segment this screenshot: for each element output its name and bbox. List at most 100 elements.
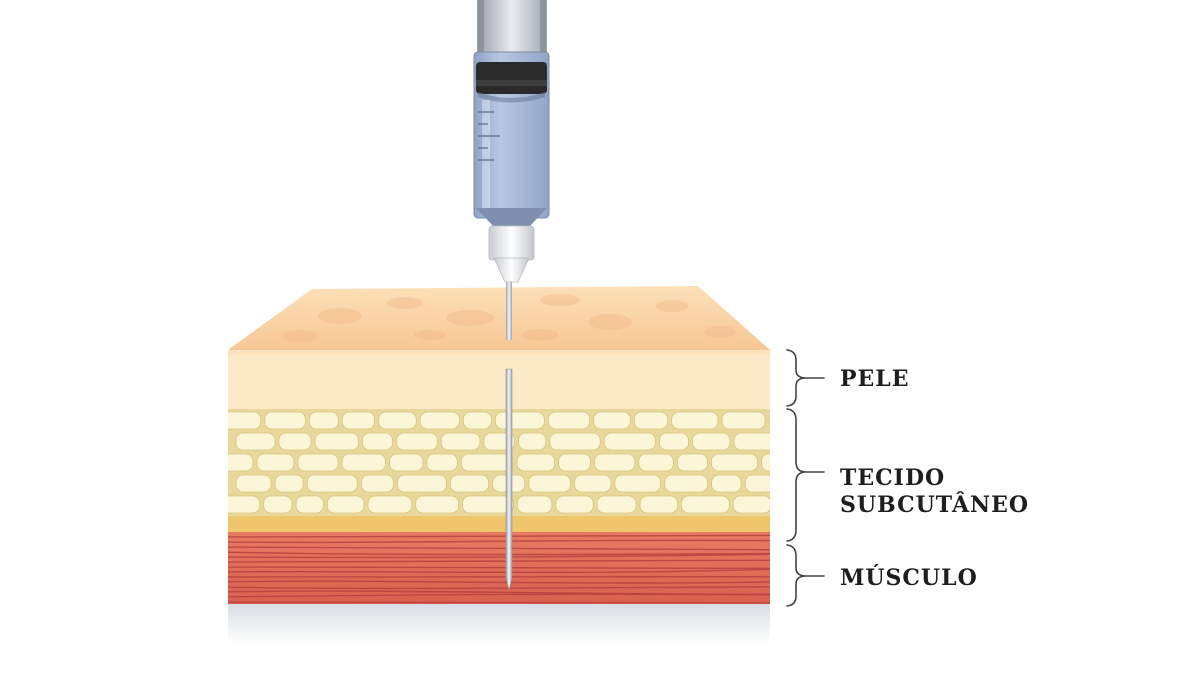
fat-cell <box>744 474 770 493</box>
fat-cell <box>440 432 481 451</box>
fat-cell <box>547 411 590 430</box>
fat-cell <box>555 495 594 514</box>
syringe <box>473 0 550 283</box>
fat-cell <box>733 432 770 451</box>
needle-hub <box>488 225 535 261</box>
fat-cell <box>659 432 689 451</box>
fat-cell <box>594 453 636 472</box>
skin-surface-texture <box>282 294 736 342</box>
fat-cell <box>639 495 678 514</box>
muscle-fiber <box>228 593 770 598</box>
bracket-subcutaneous <box>786 408 825 542</box>
plunger-rod <box>477 0 547 60</box>
fat-cell <box>341 411 375 430</box>
fat-cell <box>256 453 295 472</box>
fat-cell <box>396 432 438 451</box>
fat-cell <box>517 495 553 514</box>
fat-cell <box>341 453 387 472</box>
fat-cell <box>367 495 413 514</box>
fat-cell <box>426 453 458 472</box>
fat-cell <box>397 474 447 493</box>
fat-cell <box>761 453 770 472</box>
fat-cell <box>462 495 514 514</box>
fat-cell <box>314 432 360 451</box>
fat-cell <box>596 495 637 514</box>
muscle-fibers <box>228 534 770 604</box>
fat-cell <box>419 411 460 430</box>
label-muscle: MÚSCULO <box>840 565 978 592</box>
fat-cell <box>264 411 306 430</box>
label-muscle-text: MÚSCULO <box>840 565 978 591</box>
label-skin-text: PELE <box>840 366 910 392</box>
fat-cell <box>677 453 708 472</box>
fat-cell <box>711 453 758 472</box>
needle-upper <box>506 282 512 340</box>
fat-cell <box>671 411 719 430</box>
fat-bottom-band <box>228 516 770 532</box>
fat-cell <box>614 474 662 493</box>
muscle-fiber <box>228 559 770 563</box>
label-subcutaneous: TECIDO SUBCUTÂNEO <box>840 465 1029 519</box>
fat-cell <box>326 495 365 514</box>
fat-cell <box>235 432 276 451</box>
fat-cell <box>633 411 669 430</box>
skin-layer <box>228 350 770 409</box>
fat-cell <box>721 411 766 430</box>
muscle-fiber <box>228 566 770 570</box>
fat-cell <box>711 474 742 493</box>
bracket-muscle <box>786 544 825 607</box>
fat-cell <box>263 495 293 514</box>
fat-cell <box>308 411 339 430</box>
fat-cell <box>558 453 591 472</box>
fat-cell <box>362 432 394 451</box>
fat-cell <box>664 474 709 493</box>
fat-cell <box>681 495 730 514</box>
block-shadow <box>228 604 770 644</box>
fat-cell <box>593 411 631 430</box>
fat-cell <box>295 495 324 514</box>
fat-cell <box>360 474 394 493</box>
label-skin: PELE <box>840 366 910 393</box>
fat-cell <box>516 453 555 472</box>
fat-cell <box>297 453 339 472</box>
label-subcutaneous-line2: SUBCUTÂNEO <box>840 492 1030 518</box>
fat-cell <box>549 432 601 451</box>
muscle-fiber <box>228 539 770 544</box>
barrel-tip <box>476 208 547 226</box>
muscle-fiber <box>228 580 770 584</box>
fat-cell <box>732 495 770 514</box>
label-subcutaneous-line1: TECIDO <box>840 465 946 491</box>
fat-cell <box>574 474 612 493</box>
fat-cell <box>235 474 272 493</box>
fat-cell <box>460 453 514 472</box>
muscle-fiber <box>228 586 770 590</box>
fat-cell <box>389 453 424 472</box>
fat-cell <box>415 495 459 514</box>
fat-cell <box>449 474 489 493</box>
muscle-fiber <box>228 551 770 556</box>
fat-cell <box>228 411 262 430</box>
muscle-fiber <box>228 534 770 538</box>
fat-cell <box>528 474 571 493</box>
fat-cell <box>692 432 731 451</box>
fat-cell <box>494 411 545 430</box>
fat-cell <box>228 495 261 514</box>
plunger-stopper <box>476 62 547 94</box>
fat-cell <box>768 414 770 427</box>
fat-cell <box>306 474 358 493</box>
muscle-fiber <box>228 553 770 559</box>
needle-lower <box>505 368 513 591</box>
fat-cell <box>518 432 547 451</box>
bracket-skin <box>786 349 825 407</box>
muscle-fiber <box>228 568 770 574</box>
fat-cell <box>603 432 656 451</box>
fat-cell <box>274 474 304 493</box>
fat-cell <box>638 453 674 472</box>
fat-cell <box>378 411 417 430</box>
brackets <box>786 349 825 607</box>
syringe-graduations <box>478 111 500 161</box>
fat-cell <box>462 411 492 430</box>
fat-cells <box>228 411 770 514</box>
